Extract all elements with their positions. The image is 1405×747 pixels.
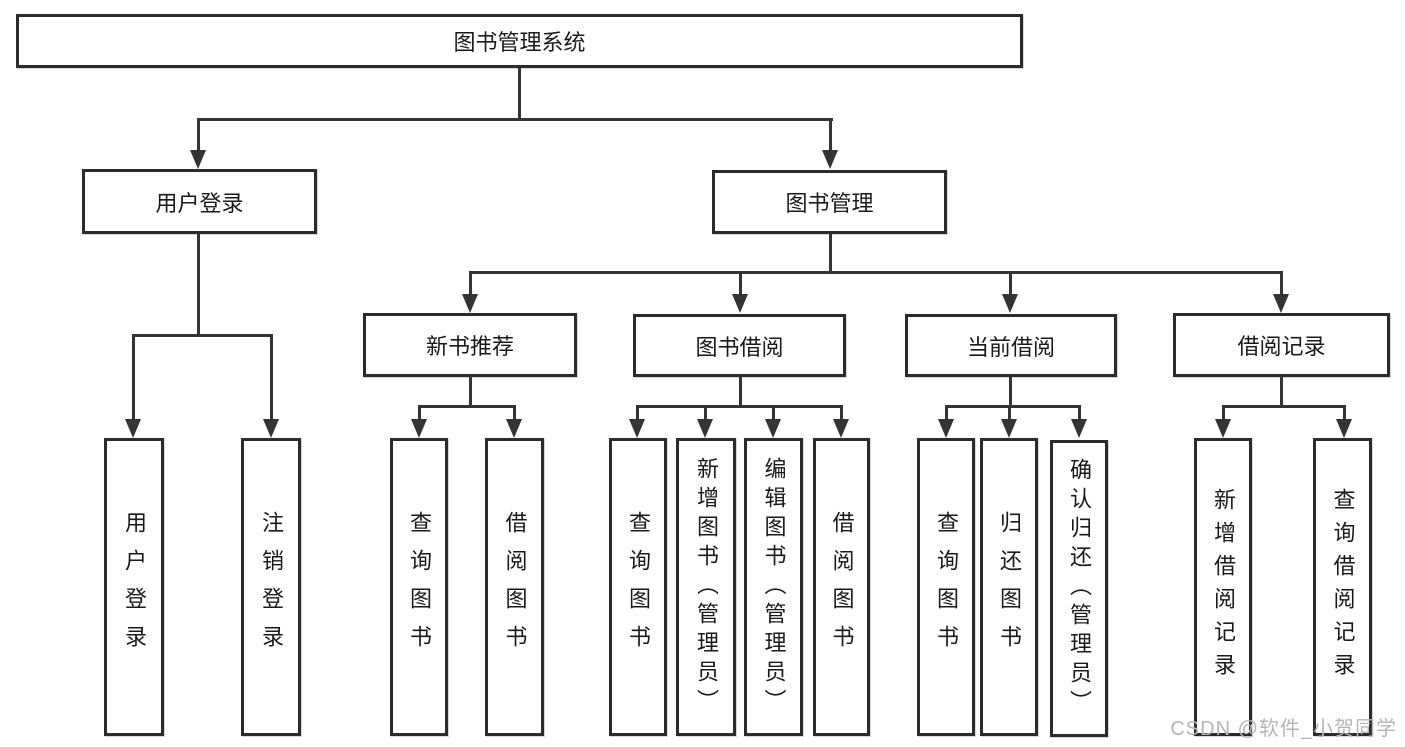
connector-drop-leaf — [772, 405, 775, 421]
leaf-query-borrow-record-label: 查询借阅记录 — [1330, 488, 1356, 686]
connector-level1-branch — [197, 118, 833, 121]
leaf-user-login: 用户登录 — [104, 438, 164, 736]
leaf-confirm-return-admin-label: 确认归还（管理员） — [1067, 458, 1092, 719]
leaf-edit-books-admin-label: 编辑图书（管理员） — [761, 456, 787, 718]
connector-current-borrowing-stem — [1009, 377, 1012, 407]
node-user-login: 用户登录 — [82, 169, 317, 234]
connector-book-management-stem — [829, 233, 832, 274]
leaf-logout-label: 注销登录 — [259, 511, 284, 663]
arrow-down-icon — [1071, 419, 1087, 438]
connector-drop-leaf — [418, 405, 421, 421]
leaf-current-query-books: 查询图书 — [917, 438, 975, 736]
node-new-book-recommend-label: 新书推荐 — [425, 334, 514, 359]
arrow-down-icon — [833, 419, 849, 438]
connector-drop-leaf — [840, 405, 843, 421]
node-current-borrowing-label: 当前借阅 — [966, 334, 1055, 360]
connector-drop-leaf — [1078, 405, 1081, 421]
connector-drop-leaf — [1343, 405, 1346, 421]
connector-drop-leaf — [132, 334, 135, 420]
node-book-management: 图书管理 — [712, 170, 947, 234]
leaf-return-books-label: 归还图书 — [997, 511, 1022, 663]
connector-user-login-branch — [132, 334, 273, 337]
leaf-add-borrow-record: 新增借阅记录 — [1194, 438, 1252, 736]
connector-borrowing-records-branch — [1222, 405, 1346, 408]
node-book-borrowing: 图书借阅 — [633, 314, 846, 377]
leaf-confirm-return-admin: 确认归还（管理员） — [1050, 440, 1108, 737]
arrow-down-icon — [629, 419, 645, 438]
arrow-down-icon — [1002, 294, 1018, 313]
connector-new-book-branch — [418, 405, 516, 408]
connector-drop-leaf — [270, 334, 273, 420]
leaf-borrowing-borrow-books: 借阅图书 — [813, 438, 870, 736]
connector-drop-user-login — [197, 118, 200, 152]
leaf-borrowing-borrow-books-label: 借阅图书 — [829, 511, 855, 663]
leaf-return-books: 归还图书 — [980, 438, 1038, 736]
leaf-add-books-admin: 新增图书（管理员） — [676, 438, 736, 736]
leaf-borrowing-query-books-label: 查询图书 — [626, 511, 651, 663]
connector-drop-leaf — [704, 405, 707, 421]
arrow-down-icon — [1336, 419, 1352, 438]
node-book-borrowing-label: 图书借阅 — [695, 334, 784, 360]
connector-drop-level3 — [1280, 271, 1283, 296]
arrow-down-icon — [263, 419, 279, 438]
leaf-newbook-borrow-books: 借阅图书 — [485, 438, 544, 736]
connector-root-stem — [518, 68, 521, 120]
arrow-down-icon — [190, 150, 206, 169]
connector-book-borrowing-stem — [739, 377, 742, 407]
leaf-user-login-label: 用户登录 — [122, 511, 147, 663]
arrow-down-icon — [125, 419, 141, 438]
leaf-current-query-books-label: 查询图书 — [934, 511, 959, 663]
leaf-newbook-query-books: 查询图书 — [390, 438, 448, 736]
arrow-down-icon — [822, 150, 838, 169]
leaf-edit-books-admin: 编辑图书（管理员） — [744, 438, 803, 736]
csdn-watermark: CSDN @软件_小贺同学 — [1170, 718, 1397, 740]
connector-borrowing-records-stem — [1280, 376, 1283, 407]
node-borrowing-records: 借阅记录 — [1173, 313, 1390, 377]
node-current-borrowing: 当前借阅 — [905, 314, 1117, 377]
node-new-book-recommend: 新书推荐 — [363, 313, 577, 377]
connector-user-login-stem — [197, 233, 200, 337]
node-root-label: 图书管理系统 — [453, 30, 586, 55]
arrow-down-icon — [506, 419, 522, 438]
connector-drop-leaf — [1008, 405, 1011, 421]
connector-drop-book-management — [829, 118, 832, 152]
arrow-down-icon — [732, 294, 748, 313]
node-book-management-label: 图书管理 — [785, 191, 874, 216]
node-borrowing-records-label: 借阅记录 — [1237, 334, 1326, 359]
leaf-newbook-query-books-label: 查询图书 — [407, 511, 432, 663]
arrow-down-icon — [938, 419, 954, 438]
arrow-down-icon — [697, 419, 713, 438]
arrow-down-icon — [411, 419, 427, 438]
arrow-down-icon — [1273, 294, 1289, 313]
connector-drop-leaf — [513, 405, 516, 421]
leaf-newbook-borrow-books-label: 借阅图书 — [502, 511, 528, 663]
connector-drop-leaf — [1222, 405, 1225, 421]
arrow-down-icon — [765, 419, 781, 438]
connector-level3-branch — [469, 271, 1283, 274]
connector-new-book-stem — [469, 376, 472, 408]
connector-drop-leaf — [636, 405, 639, 421]
connector-current-borrowing-branch — [945, 405, 1081, 408]
arrow-down-icon — [1215, 419, 1231, 438]
connector-drop-level3 — [469, 271, 472, 296]
leaf-logout: 注销登录 — [241, 438, 301, 736]
connector-drop-level3 — [739, 271, 742, 296]
arrow-down-icon — [462, 294, 478, 313]
connector-drop-leaf — [945, 405, 948, 421]
node-root: 图书管理系统 — [16, 14, 1023, 68]
leaf-add-books-admin-label: 新增图书（管理员） — [694, 456, 719, 718]
node-user-login-label: 用户登录 — [155, 190, 244, 216]
leaf-borrowing-query-books: 查询图书 — [609, 438, 667, 736]
arrow-down-icon — [1001, 419, 1017, 438]
leaf-add-borrow-record-label: 新增借阅记录 — [1211, 488, 1236, 686]
leaf-query-borrow-record: 查询借阅记录 — [1313, 438, 1372, 736]
connector-book-borrowing-branch — [636, 405, 843, 408]
connector-drop-level3 — [1009, 271, 1012, 296]
